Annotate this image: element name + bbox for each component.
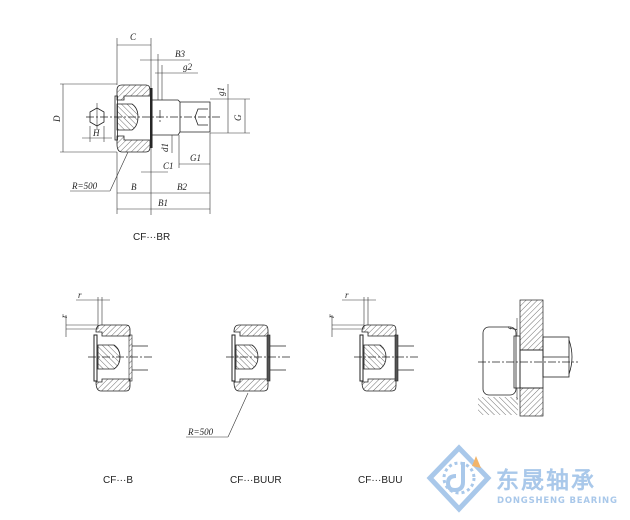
label-r-3v: r [326,314,336,318]
outer-ring-bottom [116,135,151,153]
outer-ring-top [116,84,151,101]
caption-cf-b: CF···B [103,475,133,486]
logo-text-en: DONGSHENG BEARING [497,496,618,506]
variant-outer-ring-bottom [233,378,269,392]
variant-outer-ring-top [361,324,397,337]
variant-washer [231,334,236,382]
label-r-1: r [78,290,82,300]
variant-side-plate [394,334,399,382]
logo-text-cn: 东晟轴承 [496,467,596,494]
label-B2: B2 [177,182,187,192]
logo-dotted-ring [442,461,476,495]
variant-stud [398,345,414,371]
label-R500: R=500 [71,181,98,191]
label-B3: B3 [175,49,185,59]
housing-wall-upper [519,299,544,351]
logo-d-glyph [445,462,465,493]
variant-washer [93,334,98,382]
caption-cf-buur: CF···BUUR [230,475,282,486]
label-f: f [507,326,517,330]
mounting-drawing: f [478,299,578,417]
label-C: C [130,32,137,42]
stud-shaft [152,99,211,136]
label-D: D [52,115,62,123]
label-R500-buur: R=500 [187,427,214,437]
label-r-1v: r [59,314,69,318]
label-B1: B1 [158,198,168,208]
side-washer [114,95,118,141]
variant-stud [132,345,148,371]
variant-stud [270,345,286,371]
caption-cf-br: CF···BR [133,232,170,243]
label-g1: g1 [216,87,226,96]
variant-outer-ring-bottom [95,378,131,392]
label-d1: d1 [160,143,170,152]
variant-drawings [65,297,420,392]
variant-r-dimension [331,297,376,337]
variant-outer-ring-bottom [361,378,397,392]
leader-line-buur-arrow [227,392,249,438]
caption-cf-buu: CF···BUU [358,475,402,486]
mounted-roller [482,326,517,396]
variant-outer-ring-top [233,324,269,337]
label-G1: G1 [190,153,201,163]
variant-side-plate [128,334,133,382]
housing-base [478,397,518,415]
label-r-3: r [345,290,349,300]
label-g2: g2 [183,62,193,72]
label-G: G [233,114,243,121]
nut-chamfer [568,339,573,375]
variant-side-plate [266,334,271,382]
logo-diamond [426,444,492,513]
dimension-lines [60,38,250,215]
logo-accent [472,456,481,468]
main-cam-follower-drawing: C B3 g2 g1 G D H d1 C1 G1 R=500 B B2 B1 … [52,32,250,243]
label-B: B [131,182,137,192]
dongsheng-bearing-logo: 东晟轴承 DONGSHENG BEARING [426,444,618,513]
variant-outer-ring-top [95,324,131,337]
housing-wall-lower [519,387,544,417]
label-C1: C1 [163,161,174,171]
variant-washer [359,334,364,382]
mounted-stud [519,349,544,389]
variant-r-dimension [65,297,110,337]
label-H: H [92,128,100,138]
